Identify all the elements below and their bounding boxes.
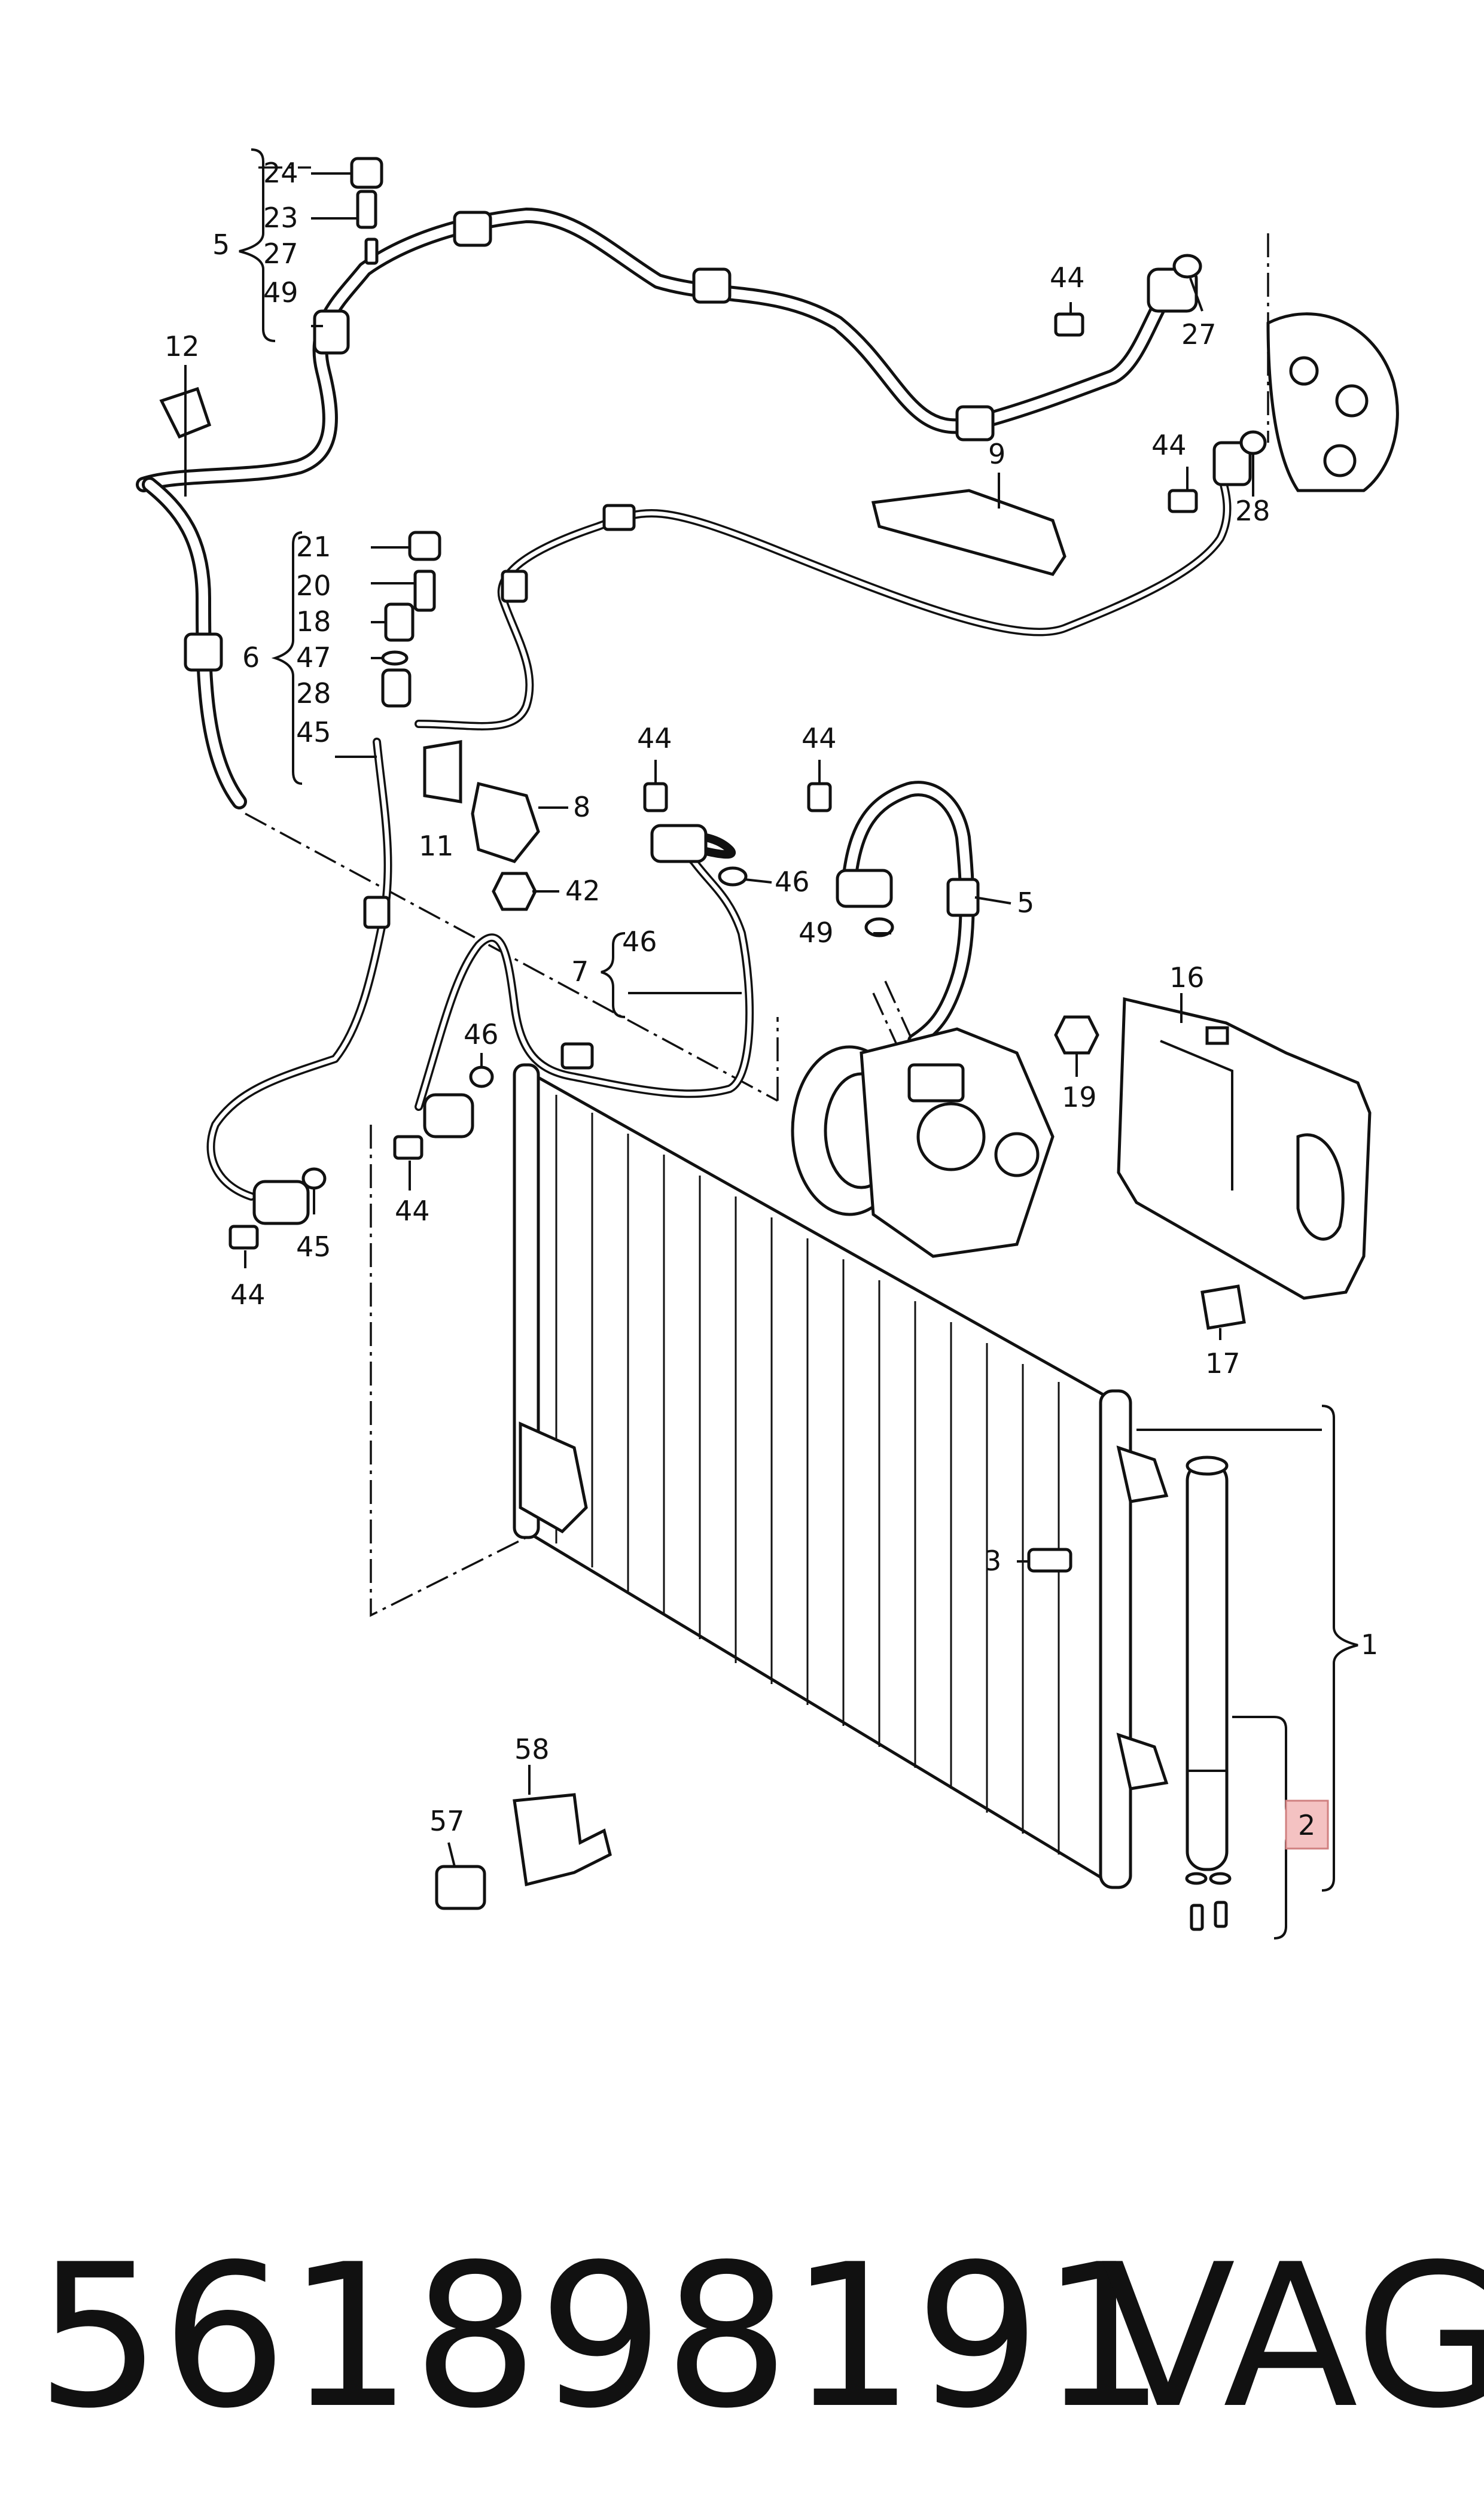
- hose-fitting: [184, 632, 223, 672]
- o-ring-47: [381, 650, 409, 666]
- hose-fitting: [313, 309, 350, 355]
- callout-24: 24: [263, 157, 298, 189]
- callout-42: 42: [565, 875, 601, 907]
- callout-16: 16: [1169, 961, 1205, 994]
- service-cap-21: [408, 531, 441, 561]
- bolt-44: [393, 1135, 423, 1160]
- clip-17: [1200, 1284, 1246, 1330]
- receiver-drier: [1185, 1456, 1232, 1931]
- callout-58: 58: [514, 1733, 550, 1765]
- condenser: [513, 1063, 1169, 1889]
- callout-leader-lines: [184, 148, 1358, 1940]
- pipe-fitting: [602, 504, 636, 531]
- callout-28: 28: [296, 677, 331, 710]
- o-ring-45: [301, 1167, 327, 1190]
- nut-19: [1054, 1015, 1099, 1055]
- callout-57: 57: [429, 1805, 465, 1837]
- callout-17: 17: [1205, 1347, 1241, 1380]
- callout-44: 44: [1151, 429, 1187, 461]
- bracket-8: [471, 781, 540, 863]
- pipe-fitting: [501, 570, 528, 603]
- callout-27: 27: [1181, 318, 1217, 351]
- o-ring-46: [469, 1065, 494, 1088]
- nut-42: [492, 872, 537, 911]
- bolt-44: [228, 1225, 259, 1250]
- callout-2: 2: [1298, 1809, 1315, 1841]
- bolt-44: [807, 782, 832, 812]
- part-number: 561898191: [36, 2222, 1166, 2452]
- callout-8: 8: [573, 791, 590, 823]
- brand-name: VAG: [1101, 2222, 1484, 2452]
- pipe-assembly-lower: [206, 738, 754, 1225]
- callout-49: 49: [263, 276, 298, 309]
- hose-fitting: [453, 211, 492, 247]
- callout-5: 5: [212, 229, 230, 261]
- hose-fitting: [946, 878, 980, 917]
- bolt-44: [1054, 312, 1084, 337]
- callout-46: 46: [464, 1018, 499, 1051]
- callout-49: 49: [799, 917, 834, 949]
- hose-end-fitting: [836, 869, 893, 908]
- o-ring-49: [864, 917, 894, 937]
- callout-44: 44: [230, 1278, 266, 1311]
- callout-28: 28: [1235, 495, 1270, 527]
- o-ring-28: [1239, 430, 1267, 455]
- service-cap-24: [350, 157, 383, 189]
- ac-compressor: [791, 1027, 1055, 1258]
- callout-19: 19: [1062, 1081, 1097, 1113]
- pipe-assembly-6: [415, 441, 1252, 730]
- bracket-11: [423, 740, 462, 803]
- callout-44: 44: [802, 722, 837, 754]
- callout-27: 27: [263, 238, 298, 270]
- o-ring-27: [1172, 254, 1202, 279]
- condenser-fins: [555, 1095, 1060, 1855]
- pipe-end-fitting: [1212, 441, 1252, 486]
- pressure-switch-18: [384, 602, 415, 642]
- pipe-fitting: [363, 896, 391, 929]
- callout-6: 6: [242, 641, 260, 674]
- callout-20: 20: [296, 570, 331, 602]
- valve-core-20: [413, 570, 436, 612]
- callout-44: 44: [1050, 261, 1085, 294]
- callout-1: 1: [1361, 1628, 1378, 1661]
- callout-44: 44: [637, 722, 672, 754]
- hose-fitting: [955, 405, 995, 442]
- callout-45: 45: [296, 1231, 331, 1263]
- o-ring-46: [718, 866, 748, 887]
- bracket-9: [871, 489, 1066, 576]
- callout-45: 45: [296, 716, 331, 748]
- valve-core-23: [356, 190, 377, 229]
- hose-fitting: [692, 267, 732, 304]
- callout-9: 9: [988, 438, 1005, 470]
- small-parts: [159, 157, 1399, 1910]
- callout-3: 3: [984, 1545, 1001, 1577]
- bolt-3: [1027, 1548, 1072, 1573]
- callout-23: 23: [263, 202, 298, 234]
- bolt-44: [643, 782, 668, 812]
- hose-to-compressor: [836, 781, 980, 1049]
- callout-46: 46: [622, 925, 657, 958]
- callout-21: 21: [296, 531, 331, 563]
- callout-18: 18: [296, 605, 331, 638]
- callout-11: 11: [419, 830, 454, 862]
- hose-end-fitting: [1147, 267, 1198, 313]
- pipe-end-fitting: [252, 1180, 310, 1225]
- callout-46: 46: [775, 866, 810, 898]
- bracket-58: [513, 1793, 612, 1887]
- callout-44: 44: [395, 1195, 430, 1227]
- callout-5: 5: [1017, 887, 1034, 919]
- bolt-44: [1168, 489, 1198, 513]
- callout-2-highlight: [1285, 1800, 1329, 1850]
- heat-shield: [1117, 997, 1372, 1300]
- callout-labels: 24 23 5 27 49 12 44 27 44 28 9 21 20 18 …: [164, 157, 1378, 1841]
- pipe-end-fitting: [650, 824, 708, 863]
- callout-47: 47: [296, 641, 331, 674]
- callout-12: 12: [164, 330, 200, 363]
- sensor-57: [435, 1865, 486, 1910]
- callout-7: 7: [571, 955, 589, 988]
- hose-assembly-5-upper: [136, 208, 1198, 809]
- pipe-fitting: [560, 1042, 594, 1070]
- pipe-end-fitting: [423, 1093, 474, 1138]
